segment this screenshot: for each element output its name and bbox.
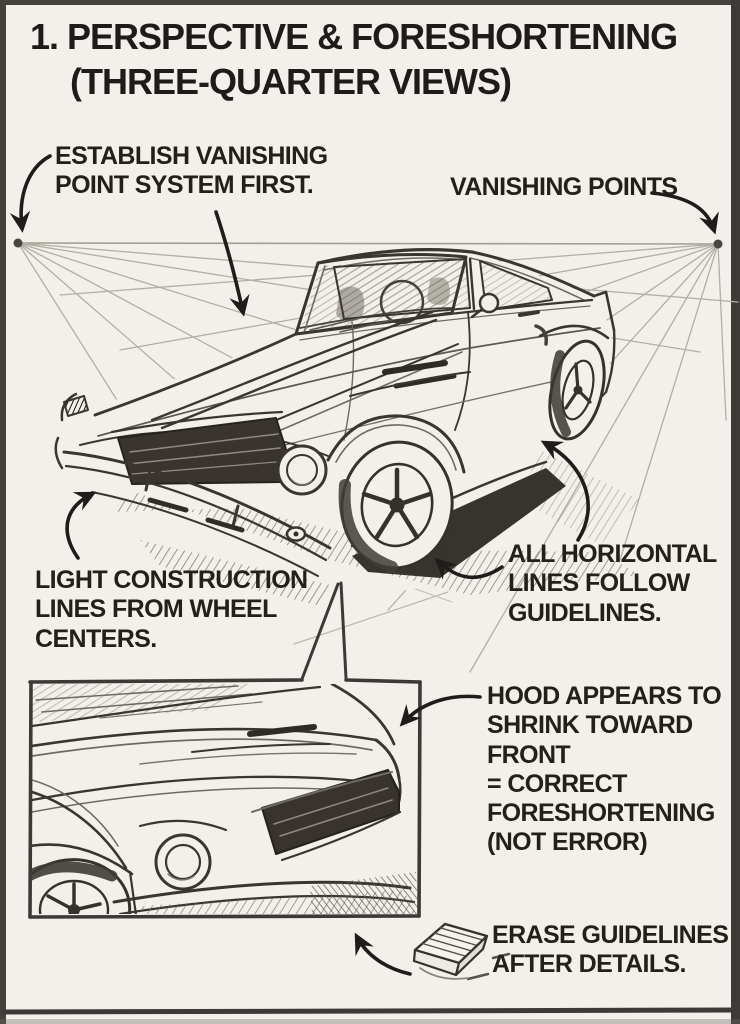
rear-wheel [548,339,606,441]
page-title: 1. PERSPECTIVE & FORESHORTENING (THREE-Q… [30,14,678,105]
arrow-establish-to-left-vp [9,154,52,233]
arrow-horizontal-lines-to-wheel [434,557,504,580]
arrow-vanishing-to-right-vp [650,191,719,235]
arrow-light-construction-to-bumper [65,491,97,560]
inset-detail-box [28,678,422,919]
annotation-establish-vanishing-point: ESTABLISH VANISHING POINT SYSTEM FIRST. [55,142,328,200]
left-vanishing-point [13,238,23,248]
annotation-vanishing-points: VANISHING POINTS [450,173,678,201]
eraser-icon [412,922,511,981]
annotation-erase-guidelines: ERASE GUIDELINES AFTER DETAILS. [492,921,729,979]
annotation-hood-foreshortening: HOOD APPEARS TO SHRINK TOWARD FRONT = CO… [487,682,722,857]
inset-pointer [300,581,348,681]
annotation-light-construction-lines: LIGHT CONSTRUCTION LINES FROM WHEEL CENT… [35,566,308,653]
arrow-eraser-to-inset [354,932,412,976]
title-line-1: 1. PERSPECTIVE & FORESHORTENING [30,16,678,57]
front-wheel [338,440,454,573]
arrow-establish-to-hood [214,210,250,317]
title-line-2: (THREE-QUARTER VIEWS) [70,61,512,103]
main-car-drawing [54,248,640,606]
right-vanishing-point [713,239,723,249]
arrow-hood-text-to-inset [399,694,482,727]
inset-hood-sketch [32,684,418,914]
arrow-horizontal-lines-to-body [540,440,590,542]
annotation-horizontal-lines: ALL HORIZONTAL LINES FOLLOW GUIDELINES. [508,540,717,627]
